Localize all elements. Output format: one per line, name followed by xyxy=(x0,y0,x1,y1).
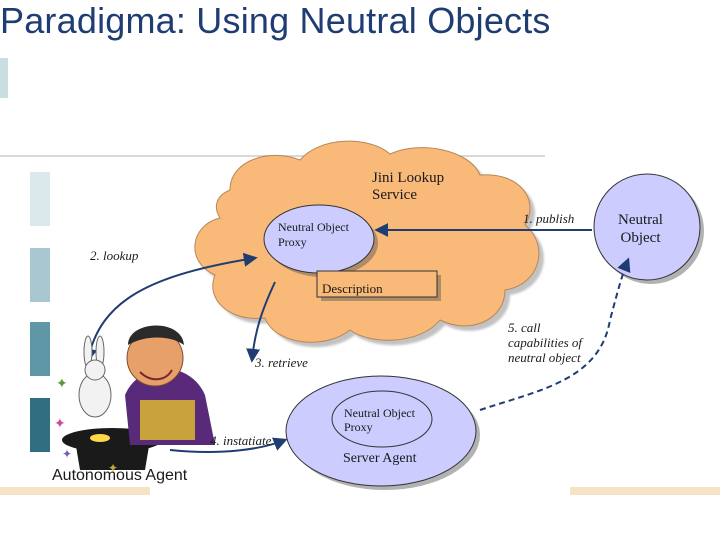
retrieve-arrow xyxy=(246,281,276,363)
instantiate-arrow xyxy=(169,437,288,453)
description-label: Description xyxy=(322,281,383,296)
server-proxy-label: Neutral Object Proxy xyxy=(344,406,415,434)
lookup-service-label: Jini Lookup Service xyxy=(372,170,445,203)
page-title: Paradigma: Using Neutral Objects xyxy=(0,0,551,41)
side-block-1 xyxy=(30,172,50,226)
server-proxy-ellipse xyxy=(331,390,433,448)
svg-text:✦: ✦ xyxy=(108,461,118,475)
svg-text:✦: ✦ xyxy=(62,447,72,461)
bottom-rule-left xyxy=(0,487,150,495)
svg-text:✦: ✦ xyxy=(56,376,68,392)
server-agent-label: Server Agent xyxy=(343,451,417,466)
lookup-proxy-label: Neutral Object Proxy xyxy=(278,220,349,249)
bottom-rule-right xyxy=(570,487,720,495)
step-retrieve-label: 3. retrieve xyxy=(255,355,308,370)
step-instantiate-label: 4. instatiate xyxy=(210,433,272,448)
svg-text:✦: ✦ xyxy=(54,416,66,432)
server-agent-ellipse xyxy=(285,375,480,490)
neutral-object-label: Neutral Object xyxy=(618,212,663,246)
step-lookup-label: 2. lookup xyxy=(90,248,139,263)
side-block-4 xyxy=(30,398,50,452)
magician-illustration: ✦ ✦ ✦ ✦ xyxy=(54,325,215,475)
side-block-3 xyxy=(30,322,50,376)
side-accent-top xyxy=(0,58,8,98)
step-publish-label: 1. publish xyxy=(523,211,575,226)
side-block-2 xyxy=(30,248,50,302)
step-call-label: 5. call capabilities of neutral object xyxy=(508,320,583,365)
autonomous-agent-label: Autonomous Agent xyxy=(52,467,188,484)
lookup-arrow xyxy=(83,252,258,363)
description-box xyxy=(316,270,441,301)
call-arrow xyxy=(479,257,631,411)
